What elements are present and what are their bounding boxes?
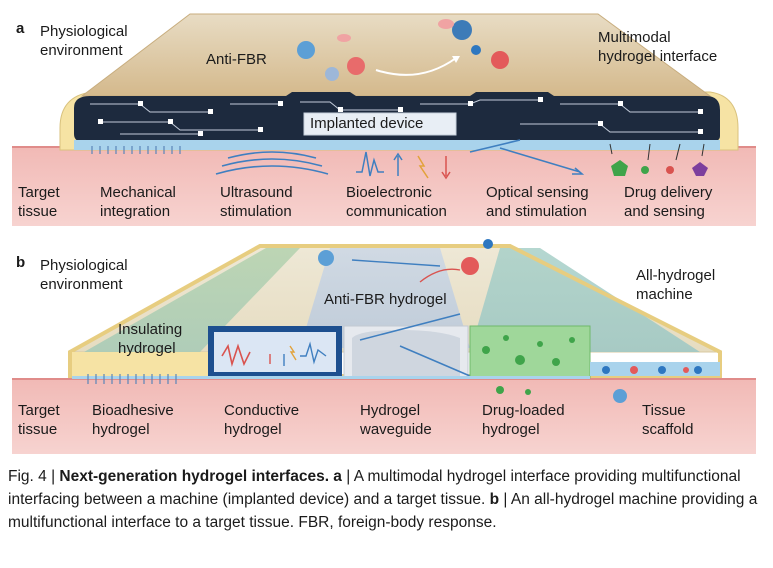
panel-a-drug-label: Drug delivery and sensing bbox=[624, 184, 713, 220]
caption-figure-label: Fig. 4 | bbox=[8, 468, 60, 485]
panel-b-cells bbox=[318, 239, 493, 283]
panel-a-letter: a bbox=[16, 20, 25, 37]
panel-a-optical-label: Optical sensing and stimulation bbox=[486, 184, 589, 220]
ultrasound-waves bbox=[215, 151, 329, 175]
panel-b bbox=[12, 239, 756, 454]
panel-a bbox=[12, 13, 756, 226]
panel-b-conductive-label: Conductive hydrogel bbox=[224, 402, 300, 438]
figure-caption: Fig. 4 | Next-generation hydrogel interf… bbox=[8, 465, 768, 534]
figure: a Physiological environment Multimodal h… bbox=[12, 13, 756, 454]
panel-a-cells bbox=[297, 19, 509, 81]
panel-a-device-label: Implanted device bbox=[310, 115, 424, 132]
panel-b-machine bbox=[68, 244, 722, 378]
panel-a-environment-label: Physiological environment bbox=[40, 23, 128, 59]
panel-a-target-label: Target tissue bbox=[18, 184, 60, 220]
drug-loaded-block bbox=[469, 325, 591, 379]
panel-a-bioelectronic-label: Bioelectronic communication bbox=[346, 184, 447, 220]
panel-b-letter: b bbox=[16, 254, 26, 271]
panel-b-scaffold-label: Tissue scaffold bbox=[642, 402, 694, 438]
panel-b-bioadhesive-label: Bioadhesive hydrogel bbox=[92, 402, 174, 438]
panel-a-tissue bbox=[12, 146, 756, 226]
drug-particles bbox=[609, 143, 708, 176]
panel-b-environment-label: Physiological environment bbox=[40, 257, 128, 293]
panel-a-blue-layer bbox=[74, 140, 720, 150]
optical-rays bbox=[469, 139, 585, 175]
panel-b-target-label: Target tissue bbox=[18, 402, 60, 438]
caption-b-text: | An all-hydrogel machine providing a mu… bbox=[8, 491, 758, 531]
panel-b-waveguide-label: Hydrogel waveguide bbox=[360, 402, 432, 438]
panel-b-insulating-label: Insulating hydrogel bbox=[118, 321, 183, 357]
panel-a-anti-fbr-label: Anti-FBR bbox=[206, 51, 267, 68]
bioelectronic-signals bbox=[356, 151, 451, 180]
caption-a-text: | A multimodal hydrogel interface provid… bbox=[8, 468, 741, 508]
insulating-block bbox=[72, 352, 210, 376]
panel-a-ultrasound-label: Ultrasound stimulation bbox=[220, 184, 293, 220]
panel-a-mechanical-label: Mechanical integration bbox=[100, 184, 176, 220]
caption-b-letter: b bbox=[485, 491, 500, 508]
panel-b-tissue bbox=[12, 378, 756, 454]
panel-b-anti-fbr-label: Anti-FBR hydrogel bbox=[324, 291, 447, 308]
panel-b-drugloaded-label: Drug-loaded hydrogel bbox=[482, 402, 565, 438]
panel-b-machine-label: All-hydrogel machine bbox=[636, 267, 716, 303]
figure-graphic bbox=[12, 13, 756, 454]
panel-a-interface-label: Multimodal hydrogel interface bbox=[598, 29, 718, 65]
caption-a-letter: a bbox=[329, 468, 342, 485]
caption-title: Next-generation hydrogel interfaces. bbox=[59, 468, 329, 485]
